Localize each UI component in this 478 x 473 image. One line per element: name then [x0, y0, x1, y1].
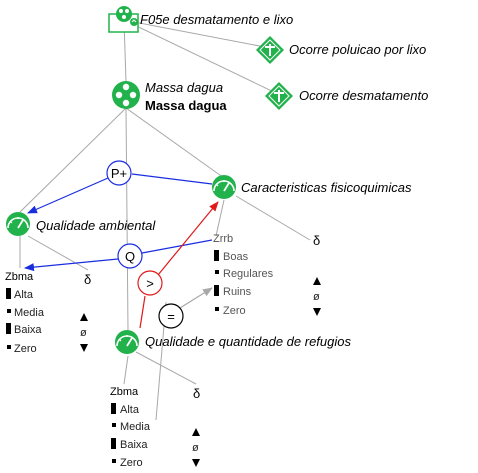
value-point — [112, 459, 116, 463]
quantity-space-value[interactable]: Alta — [120, 404, 140, 416]
quantity-space-value[interactable]: Media — [120, 421, 151, 433]
agent-node-desmatamento[interactable]: Ocorre desmatamento — [265, 82, 428, 110]
greater-arrow — [157, 201, 219, 276]
equal-arrow — [179, 287, 213, 309]
equal-label: = — [167, 309, 175, 324]
derivative-down-arrow[interactable] — [192, 459, 200, 467]
q-circle — [117, 243, 143, 269]
quantity-space-name: Zbma — [5, 271, 34, 283]
quantity-space-value[interactable]: Zero — [120, 457, 143, 469]
q-line — [141, 239, 213, 254]
greater-label: > — [146, 276, 154, 291]
greater-circle — [137, 270, 163, 296]
quantity-space-name: Zbma — [110, 386, 139, 398]
derivative-delta: δ — [84, 272, 91, 287]
quantity-node-qualidade-ambiental[interactable]: Qualidade ambiental — [6, 212, 156, 236]
derivative-delta: δ — [193, 386, 200, 401]
quantity-label: Caracteristicas fisicoquimicas — [241, 180, 412, 195]
quantity-space-name: Zrrb — [213, 233, 233, 245]
value-point — [215, 307, 219, 311]
quantity-space-value[interactable]: Regulares — [223, 268, 274, 280]
derivative-zero[interactable]: ø — [80, 327, 87, 339]
relation-equal[interactable]: = — [158, 287, 213, 329]
agent-node-poluicao[interactable]: Ocorre poluicao por lixo — [256, 36, 426, 64]
model-fragment-label: F05e desmatamento e lixo — [140, 12, 293, 27]
quantity-space-value[interactable]: Boas — [223, 251, 249, 263]
value-bar — [6, 288, 11, 299]
quantity-space-zbma-top: Zbma Alta Media Baixa Zero — [5, 271, 45, 355]
derivative-delta: δ — [313, 233, 320, 248]
relation-q-correspondence[interactable]: Q — [24, 239, 213, 272]
p-plus-circle — [106, 160, 132, 186]
entity-icon — [112, 81, 140, 109]
quantity-gauge-icon — [115, 330, 139, 354]
derivative-up-arrow[interactable] — [192, 428, 200, 436]
value-bar — [111, 438, 116, 449]
derivative-zero[interactable]: ø — [313, 291, 320, 303]
greater-line-lower — [139, 295, 146, 329]
value-point — [215, 270, 219, 274]
derivative-down-arrow[interactable] — [313, 308, 321, 316]
equal-circle — [158, 303, 184, 329]
p-plus-label: P+ — [111, 166, 127, 181]
derivative-up-arrow[interactable] — [80, 313, 88, 321]
quantity-space-value[interactable]: Zero — [223, 305, 246, 317]
derivative-up-arrow[interactable] — [313, 277, 321, 285]
quantity-gauge-icon — [6, 212, 30, 236]
agent-icon — [265, 82, 293, 110]
derivative-down-arrow[interactable] — [80, 344, 88, 352]
entity-label-italic: Massa dagua — [145, 80, 223, 95]
model-fragment-node[interactable]: F05e desmatamento e lixo — [108, 6, 293, 33]
value-point — [7, 345, 11, 349]
quantity-node-refugios[interactable]: Qualidade e quantidade de refugios — [115, 330, 351, 354]
value-bar — [111, 403, 116, 414]
structure-lines — [19, 19, 311, 421]
derivative-space-fisico: δ ø — [313, 233, 321, 316]
agent-label: Ocorre desmatamento — [299, 88, 428, 103]
value-bar — [214, 285, 219, 296]
entity-node-massa-dagua[interactable]: Massa dagua Massa dagua — [112, 80, 227, 113]
quantity-gauge-icon — [212, 175, 236, 199]
quantity-space-value[interactable]: Baixa — [120, 439, 148, 451]
relation-greater[interactable]: > — [137, 201, 219, 329]
quantity-space-value[interactable]: Zero — [14, 343, 37, 355]
entity-label-bold: Massa dagua — [145, 98, 227, 113]
quantity-space-zrrb: Zrrb Boas Regulares Ruins Zero — [213, 233, 274, 317]
model-fragment-icon — [108, 6, 139, 33]
agent-icon — [256, 36, 284, 64]
value-bar — [214, 250, 219, 261]
value-point — [112, 423, 116, 427]
quantity-label: Qualidade ambiental — [36, 218, 156, 233]
agent-label: Ocorre poluicao por lixo — [289, 42, 426, 57]
quantity-space-value[interactable]: Alta — [14, 289, 34, 301]
q-arrow — [24, 258, 119, 272]
quantity-space-zbma-bottom: Zbma Alta Media Baixa Zero — [110, 386, 151, 469]
quantity-label: Qualidade e quantidade de refugios — [145, 334, 351, 349]
relation-p-plus[interactable]: P+ — [27, 160, 213, 214]
derivative-space-refugios: δ ø — [192, 386, 200, 467]
value-point — [7, 309, 11, 313]
quantity-space-value[interactable]: Media — [14, 307, 45, 319]
quantity-space-value[interactable]: Ruins — [223, 286, 252, 298]
q-label: Q — [125, 249, 135, 264]
value-bar — [6, 323, 11, 334]
quantity-space-value[interactable]: Baixa — [14, 324, 42, 336]
quantity-node-fisicoquimicas[interactable]: Caracteristicas fisicoquimicas — [212, 175, 412, 199]
p-plus-arrow — [27, 177, 109, 214]
derivative-space-ambiental: δ ø — [80, 272, 91, 352]
derivative-zero[interactable]: ø — [192, 442, 199, 454]
p-plus-line — [131, 173, 213, 185]
